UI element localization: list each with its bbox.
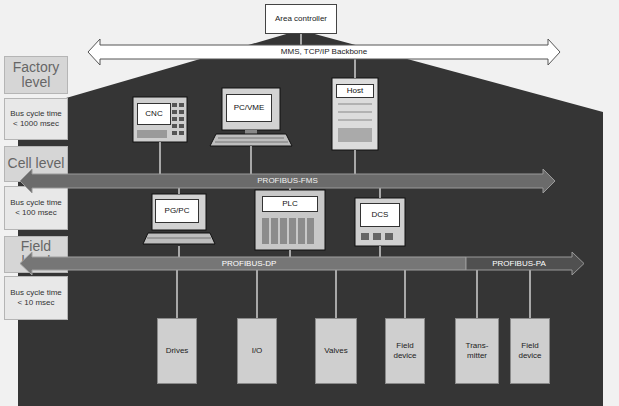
level-label: Cell level [8, 156, 65, 171]
bus-connection [404, 270, 406, 318]
device-label: Valves [324, 346, 347, 356]
bus-label: MMS, TCP/IP Backbone [281, 48, 367, 56]
level-box: Factory level [4, 56, 68, 94]
device-label: CNC [137, 103, 171, 125]
dcs-screen: DCS [355, 198, 405, 246]
cycle-time-box: Bus cycle time < 100 msec [4, 186, 68, 230]
controller-box: Area controller [265, 4, 337, 34]
cnc-screen: CNC [133, 97, 187, 142]
plc-cabinet [255, 190, 325, 250]
device-label: Drives [166, 346, 189, 356]
field-device-box: I/O [237, 318, 277, 384]
dcs-station [355, 198, 405, 246]
bus-connection [289, 250, 291, 257]
arrow-outline [466, 252, 584, 275]
cycle-time-box: Bus cycle time < 1000 msec [4, 98, 68, 140]
device-label: I/O [252, 346, 263, 356]
bus-connection [178, 188, 180, 194]
cycle-time-text: Bus cycle time < 100 msec [7, 198, 65, 217]
arrow-outline [88, 39, 560, 65]
fieldbus-arrow: PROFIBUS-DP [32, 257, 466, 270]
cycle-time-text: Bus cycle time < 1000 msec [7, 109, 65, 128]
bus-connection [354, 59, 356, 78]
pc-screen: PG/PC [143, 194, 215, 246]
workstation [210, 88, 292, 146]
field-device-box: Field device [385, 318, 425, 384]
programming-pc [143, 194, 215, 244]
device-label: PC/VME [226, 94, 272, 122]
bus-connection [250, 146, 252, 174]
field-device-box: Field device [510, 318, 550, 384]
device-label: Trans- mitter [458, 341, 496, 360]
bus-connection [300, 34, 302, 45]
plc-box: PLC [255, 190, 325, 250]
workstation-screen: PC/VME [210, 88, 292, 146]
bus-connection [379, 246, 381, 257]
bus-connection [178, 246, 180, 257]
device-label: PG/PC [155, 199, 199, 223]
bus-label: PROFIBUS-DP [222, 260, 277, 268]
device-label: PLC [262, 196, 318, 212]
cycle-time-text: Bus cycle time < 10 msec [7, 288, 65, 307]
bus-connection [379, 188, 381, 198]
backbone-arrow: MMS, TCP/IP Backbone [100, 45, 548, 59]
arrow-outline [20, 169, 555, 193]
device-label: DCS [360, 203, 400, 227]
bus-connection [335, 270, 337, 318]
bus-connection [529, 270, 531, 318]
bus-connection [176, 270, 178, 318]
device-label: Field device [388, 341, 422, 360]
device-label: Host [336, 84, 374, 98]
host-box: Host [332, 78, 378, 150]
fieldbus-arrow: PROFIBUS-FMS [32, 174, 543, 188]
field-device-box: Valves [315, 318, 357, 384]
field-device-box: Trans- mitter [455, 318, 499, 384]
bus-label: PROFIBUS-PA [492, 260, 546, 268]
bus-connection [354, 150, 356, 174]
plant-house [18, 30, 603, 406]
field-device-box: Drives [157, 318, 197, 384]
controller-label: Area controller [275, 14, 327, 24]
bus-connection [159, 142, 161, 174]
bus-label: PROFIBUS-FMS [257, 177, 317, 185]
cnc-machine [133, 97, 187, 142]
fieldbus-arrow: PROFIBUS-PA [466, 257, 572, 270]
device-label: Field device [513, 341, 547, 360]
host-computer [332, 78, 378, 150]
bus-connection [476, 270, 478, 318]
bus-connection [256, 270, 258, 318]
level-label: Factory level [7, 60, 65, 91]
arrow-outline [20, 252, 466, 275]
cycle-time-box: Bus cycle time < 10 msec [4, 276, 68, 320]
